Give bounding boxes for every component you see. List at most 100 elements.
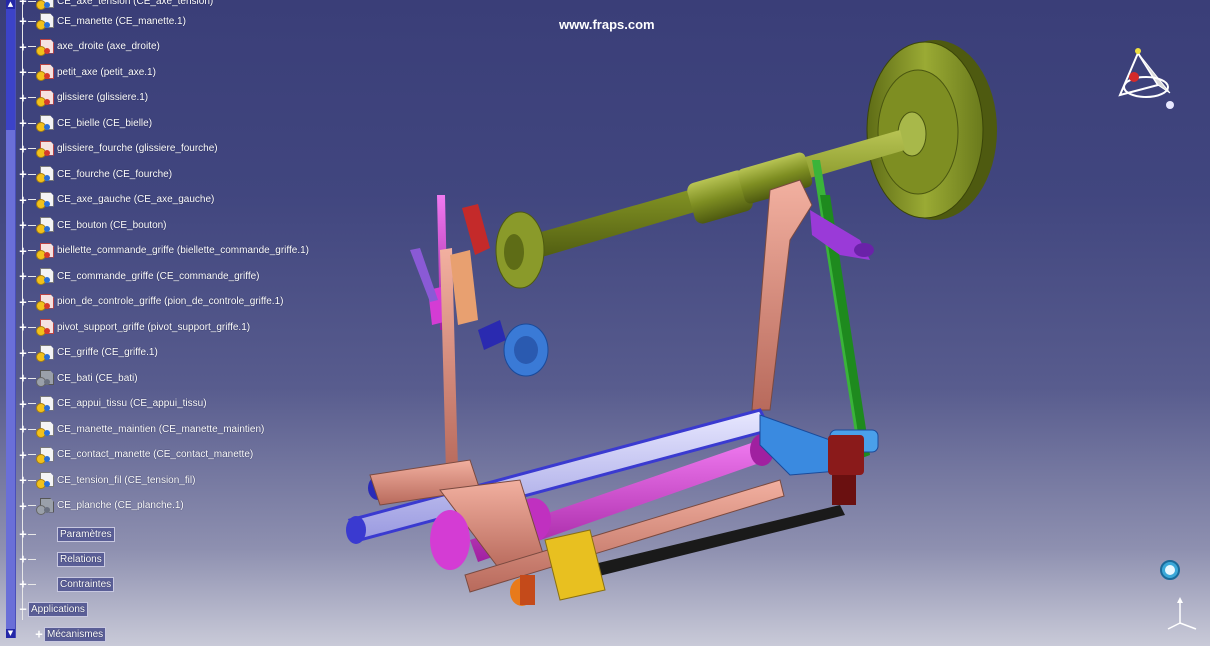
- tree-label: CE_tension_fil (CE_tension_fil): [57, 474, 196, 486]
- tree-label: CE_planche (CE_planche.1): [57, 500, 184, 511]
- expand-icon[interactable]: +: [19, 90, 27, 105]
- tree-label: biellette_commande_griffe (biellette_com…: [57, 245, 309, 256]
- tree-label: CE_axe_gauche (CE_axe_gauche): [57, 194, 215, 205]
- expand-icon[interactable]: +: [19, 345, 27, 360]
- part-icon: [36, 446, 54, 464]
- collapse-icon[interactable]: −: [19, 602, 27, 616]
- expand-icon[interactable]: +: [19, 269, 27, 283]
- tree-label: petit_axe (petit_axe.1): [57, 66, 156, 78]
- expand-icon[interactable]: +: [19, 422, 27, 436]
- tree-label: CE_griffe (CE_griffe.1): [57, 347, 158, 358]
- tree-node[interactable]: + CE_contact_manette (CE_contact_manette): [18, 445, 253, 465]
- tree-node[interactable]: +glissiere (glissiere.1): [18, 88, 148, 108]
- tree-node-contraintes[interactable]: + Contraintes: [18, 574, 115, 594]
- parameters-icon: [36, 526, 54, 542]
- tree-label: CE_axe_tension (CE_axe_tension): [57, 0, 214, 7]
- expand-icon[interactable]: +: [19, 498, 27, 513]
- tree-label: CE_bielle (CE_bielle): [57, 117, 153, 129]
- tree-node-partial[interactable]: + CE_axe_tension (CE_axe_tension): [18, 0, 213, 11]
- tree-label: pion_de_controle_griffe (pion_de_control…: [57, 296, 284, 307]
- tree-node[interactable]: + CE_planche (CE_planche.1): [18, 496, 184, 516]
- tree-node[interactable]: + pivot_support_griffe (pivot_support_gri…: [18, 317, 250, 337]
- tree-node[interactable]: + pion_de_controle_griffe (pion_de_contro…: [18, 292, 283, 312]
- yellow-bracket: [510, 529, 606, 606]
- tree-node[interactable]: + biellette_commande_griffe (biellette_co…: [18, 241, 309, 261]
- scroll-up-arrow[interactable]: ▲: [6, 0, 15, 9]
- scroll-down-arrow[interactable]: ▼: [6, 629, 15, 638]
- tree-label: CE_contact_manette (CE_contact_manette): [57, 449, 254, 460]
- expand-icon[interactable]: +: [19, 218, 27, 232]
- tree-node-parametres[interactable]: + Paramètres: [18, 524, 115, 544]
- expand-icon[interactable]: +: [19, 192, 27, 207]
- expand-icon[interactable]: +: [19, 447, 27, 462]
- tree-scroll-thumb[interactable]: [6, 0, 15, 130]
- expand-icon[interactable]: +: [19, 14, 27, 28]
- tree-label-contraintes: Contraintes: [57, 576, 115, 592]
- tree-node[interactable]: + CE_manette_maintien (CE_manette_maintie…: [18, 419, 264, 439]
- part-icon: [36, 115, 54, 132]
- red-lever: [462, 204, 490, 255]
- tree-node[interactable]: +CE_commande_griffe (CE_commande_griffe): [18, 266, 260, 286]
- expand-icon[interactable]: +: [19, 294, 27, 309]
- tree-node[interactable]: +CE_bati (CE_bati): [18, 368, 138, 388]
- expand-icon[interactable]: +: [19, 0, 27, 8]
- tree-node[interactable]: +CE_manette (CE_manette.1): [18, 11, 186, 31]
- tree-label: glissiere_fourche (glissiere_fourche): [57, 143, 218, 154]
- tree-node[interactable]: + CE_axe_gauche (CE_axe_gauche): [18, 190, 214, 210]
- tree-label: CE_bouton (CE_bouton): [57, 219, 167, 231]
- tree-label-parametres: Paramètres: [57, 526, 115, 542]
- tree-label: CE_manette_maintien (CE_manette_maintien…: [57, 423, 265, 435]
- compass-icon[interactable]: [1108, 45, 1178, 115]
- tree-node[interactable]: + CE_griffe (CE_griffe.1): [18, 343, 158, 363]
- tree-node[interactable]: + CE_appui_tissu (CE_appui_tissu): [18, 394, 207, 414]
- belt: [812, 160, 870, 458]
- specification-tree: ▲ ▼ +CE_axe_tension (CE_axe_tension)+CE_…: [0, 0, 360, 646]
- expand-icon[interactable]: +: [19, 141, 27, 156]
- flywheel: [866, 40, 997, 220]
- left-post: [440, 248, 478, 472]
- tree-label: CE_appui_tissu (CE_appui_tissu): [57, 398, 207, 409]
- expand-icon[interactable]: +: [19, 371, 27, 385]
- purple-latch: [810, 210, 874, 260]
- tree-node[interactable]: +CE_fourche (CE_fourche): [18, 164, 172, 184]
- expand-icon[interactable]: +: [35, 627, 43, 641]
- expand-icon[interactable]: +: [19, 167, 27, 181]
- expand-icon[interactable]: +: [19, 39, 27, 54]
- expand-icon[interactable]: +: [19, 527, 27, 541]
- part-icon: [36, 0, 54, 10]
- tree-label-mecanismes: Mécanismes: [44, 626, 107, 642]
- part-red-icon: [36, 319, 54, 336]
- part-red-icon: [36, 64, 54, 81]
- expand-icon[interactable]: +: [19, 65, 27, 79]
- part-gray-icon: [36, 497, 54, 515]
- expand-icon[interactable]: +: [19, 577, 27, 591]
- tree-node[interactable]: + petit_axe (petit_axe.1): [18, 62, 156, 82]
- expand-icon[interactable]: +: [19, 473, 27, 487]
- tree-node-relations[interactable]: + Relations: [18, 549, 105, 569]
- expand-icon[interactable]: +: [19, 116, 27, 130]
- tree-node[interactable]: + axe_droite (axe_droite): [18, 37, 160, 57]
- frame-arm: [751, 179, 813, 411]
- refresh-icon[interactable]: [1158, 558, 1182, 582]
- tree-node-mecanismes[interactable]: + Mécanismes: [34, 624, 107, 644]
- tree-label: axe_droite (axe_droite): [57, 41, 160, 52]
- tree-node-applications[interactable]: − Applications: [18, 599, 88, 619]
- tree-node[interactable]: + CE_bouton (CE_bouton): [18, 215, 167, 235]
- tree-node[interactable]: + CE_bielle (CE_bielle): [18, 113, 152, 133]
- tree-label: pivot_support_griffe (pivot_support_grif…: [57, 321, 251, 333]
- axis-system-icon: [1167, 597, 1197, 630]
- expand-icon[interactable]: +: [19, 243, 27, 258]
- expand-icon[interactable]: +: [19, 396, 27, 411]
- expand-icon[interactable]: +: [19, 320, 27, 334]
- tension-dial: [478, 320, 549, 377]
- relations-icon: [36, 551, 54, 567]
- drive-belt: [590, 505, 845, 577]
- expand-icon[interactable]: +: [19, 552, 27, 566]
- tree-node[interactable]: + glissiere_fourche (glissiere_fourche): [18, 139, 218, 159]
- tree-node[interactable]: + CE_tension_fil (CE_tension_fil): [18, 470, 195, 490]
- tree-scrollbar[interactable]: [6, 0, 16, 638]
- part-red-icon: [36, 140, 54, 158]
- part-icon: [36, 421, 54, 438]
- tree-label-relations: Relations: [57, 551, 105, 567]
